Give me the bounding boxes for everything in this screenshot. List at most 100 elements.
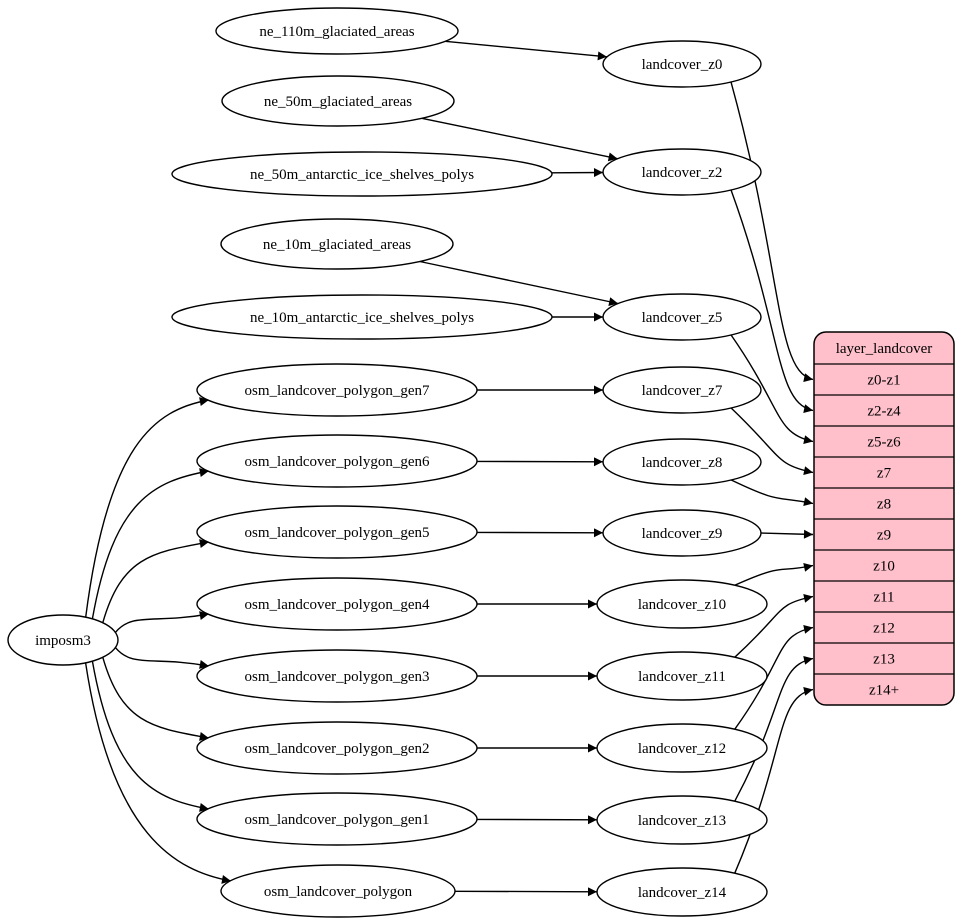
node-landcover_z9: landcover_z9 bbox=[602, 509, 762, 557]
node-ne_10m_antarctic_ice_shelves_polys: ne_10m_antarctic_ice_shelves_polys bbox=[171, 294, 553, 340]
imposm3-ellipse bbox=[7, 614, 119, 666]
node-label: osm_landcover_polygon_gen4 bbox=[245, 597, 430, 613]
node-landcover_z14: landcover_z14 bbox=[596, 867, 768, 917]
node-landcover_z0: landcover_z0 bbox=[602, 40, 762, 88]
landcover_z0-ellipse bbox=[602, 40, 762, 88]
edge-imposm3-to-osm_landcover_polygon_gen5 bbox=[102, 539, 209, 623]
node-ne_110m_glaciated_areas: ne_110m_glaciated_areas bbox=[215, 7, 459, 55]
osm_landcover_polygon_gen7-ellipse bbox=[196, 363, 478, 417]
osm_landcover_polygon_gen3-ellipse bbox=[196, 649, 478, 703]
ne_50m_glaciated_areas-ellipse bbox=[221, 75, 455, 127]
node-label: osm_landcover_polygon_gen7 bbox=[245, 383, 430, 399]
landcover_z13-ellipse bbox=[596, 795, 768, 845]
table-header: layer_landcover bbox=[836, 341, 933, 357]
osm_landcover_polygon_gen1-ellipse bbox=[196, 792, 478, 846]
edge-layer bbox=[84, 40, 814, 897]
node-osm_landcover_polygon_gen2: osm_landcover_polygon_gen2 bbox=[196, 721, 478, 775]
edge-ne_50m_glaciated_areas-to-landcover_z2 bbox=[421, 117, 618, 162]
node-landcover_z8: landcover_z8 bbox=[602, 438, 762, 486]
node-osm_landcover_polygon_gen4: osm_landcover_polygon_gen4 bbox=[196, 577, 478, 631]
table-row-z14+: z14+ bbox=[869, 683, 899, 699]
landcover_z9-ellipse bbox=[602, 509, 762, 557]
landcover_z12-ellipse bbox=[596, 723, 768, 773]
node-label: ne_10m_antarctic_ice_shelves_polys bbox=[250, 310, 474, 326]
landcover_z14-ellipse bbox=[596, 867, 768, 917]
edge-landcover_z14-to-layer_landcover-z14+ bbox=[734, 686, 814, 874]
node-label: landcover_z8 bbox=[642, 455, 723, 471]
table-row-z8: z8 bbox=[877, 497, 891, 513]
edge-ne_110m_glaciated_areas-to-landcover_z0 bbox=[445, 40, 607, 61]
osm_landcover_polygon_gen6-ellipse bbox=[196, 434, 478, 488]
edge-imposm3-to-osm_landcover_polygon_gen1 bbox=[91, 660, 209, 812]
edge-imposm3-to-osm_landcover_polygon_gen4 bbox=[114, 611, 209, 633]
node-label: ne_50m_glaciated_areas bbox=[264, 94, 412, 110]
node-label: landcover_z13 bbox=[638, 813, 726, 829]
node-osm_landcover_polygon_gen5: osm_landcover_polygon_gen5 bbox=[196, 505, 478, 559]
node-label: ne_110m_glaciated_areas bbox=[259, 24, 414, 40]
landcover_z11-ellipse bbox=[596, 651, 768, 701]
node-label: osm_landcover_polygon_gen2 bbox=[245, 741, 430, 757]
node-landcover_z5: landcover_z5 bbox=[602, 293, 762, 341]
ne_10m_antarctic_ice_shelves_polys-ellipse bbox=[171, 294, 553, 340]
node-ne_10m_glaciated_areas: ne_10m_glaciated_areas bbox=[220, 218, 454, 270]
edge-landcover_z0-to-layer_landcover-z0-z1 bbox=[730, 81, 814, 383]
table-row-z12: z12 bbox=[873, 621, 895, 637]
node-osm_landcover_polygon_gen7: osm_landcover_polygon_gen7 bbox=[196, 363, 478, 417]
node-label: imposm3 bbox=[35, 633, 91, 649]
node-label: landcover_z7 bbox=[642, 383, 723, 399]
table-row-z2-z4: z2-z4 bbox=[867, 404, 901, 420]
node-ne_50m_glaciated_areas: ne_50m_glaciated_areas bbox=[221, 75, 455, 127]
edge-landcover_z7-to-layer_landcover-z7 bbox=[730, 407, 814, 476]
node-imposm3: imposm3 bbox=[7, 614, 119, 666]
node-label: landcover_z9 bbox=[642, 526, 723, 542]
node-osm_landcover_polygon_gen3: osm_landcover_polygon_gen3 bbox=[196, 649, 478, 703]
node-label: landcover_z10 bbox=[638, 597, 726, 613]
node-ne_50m_antarctic_ice_shelves_polys: ne_50m_antarctic_ice_shelves_polys bbox=[171, 151, 553, 197]
table-row-z5-z6: z5-z6 bbox=[867, 435, 901, 451]
node-landcover_z2: landcover_z2 bbox=[602, 148, 762, 196]
landcover_z8-ellipse bbox=[602, 438, 762, 486]
node-label: osm_landcover_polygon bbox=[264, 884, 413, 900]
node-osm_landcover_polygon_gen1: osm_landcover_polygon_gen1 bbox=[196, 792, 478, 846]
osm_landcover_polygon_gen5-ellipse bbox=[196, 505, 478, 559]
ne_50m_antarctic_ice_shelves_polys-ellipse bbox=[171, 151, 553, 197]
edge-ne_10m_glaciated_areas-to-landcover_z5 bbox=[419, 260, 619, 307]
node-landcover_z10: landcover_z10 bbox=[596, 579, 768, 629]
edge-landcover_z10-to-layer_landcover-z10 bbox=[734, 562, 814, 586]
node-landcover_z13: landcover_z13 bbox=[596, 795, 768, 845]
ne_10m_glaciated_areas-ellipse bbox=[220, 218, 454, 270]
table-row-z0-z1: z0-z1 bbox=[867, 373, 900, 389]
node-landcover_z11: landcover_z11 bbox=[596, 651, 768, 701]
node-landcover_z7: landcover_z7 bbox=[602, 366, 762, 414]
edge-landcover_z8-to-layer_landcover-z8 bbox=[730, 479, 814, 507]
edge-osm_landcover_polygon-to-landcover_z14 bbox=[454, 887, 598, 897]
edge-imposm3-to-osm_landcover_polygon bbox=[84, 662, 232, 884]
node-label: landcover_z2 bbox=[642, 165, 723, 181]
node-label: landcover_z12 bbox=[638, 741, 726, 757]
table-row-z9: z9 bbox=[877, 528, 891, 544]
table-layer_landcover: layer_landcoverz0-z1z2-z4z5-z6z7z8z9z10z… bbox=[813, 331, 955, 706]
node-label: ne_10m_glaciated_areas bbox=[263, 237, 411, 253]
edge-landcover_z11-to-layer_landcover-z11 bbox=[734, 593, 814, 658]
node-label: osm_landcover_polygon_gen6 bbox=[245, 454, 430, 470]
node-label: osm_landcover_polygon_gen3 bbox=[245, 669, 430, 685]
osm_landcover_polygon_gen4-ellipse bbox=[196, 577, 478, 631]
node-label: landcover_z0 bbox=[642, 57, 723, 73]
node-landcover_z12: landcover_z12 bbox=[596, 723, 768, 773]
landcover_z2-ellipse bbox=[602, 148, 762, 196]
edge-landcover_z13-to-layer_landcover-z13 bbox=[734, 655, 814, 802]
ne_110m_glaciated_areas-ellipse bbox=[215, 7, 459, 55]
node-label: landcover_z14 bbox=[638, 885, 727, 901]
node-osm_landcover_polygon: osm_landcover_polygon bbox=[220, 864, 456, 918]
edge-imposm3-to-osm_landcover_polygon_gen6 bbox=[91, 468, 209, 620]
table-row-z11: z11 bbox=[873, 590, 894, 606]
edge-landcover_z12-to-layer_landcover-z12 bbox=[734, 624, 814, 730]
osm_landcover_polygon_gen2-ellipse bbox=[196, 721, 478, 775]
table-row-z13: z13 bbox=[873, 652, 895, 668]
edge-landcover_z2-to-layer_landcover-z2-z4 bbox=[730, 189, 814, 414]
edge-landcover_z9-to-layer_landcover-z9 bbox=[760, 529, 814, 539]
node-label: landcover_z5 bbox=[642, 310, 723, 326]
edge-imposm3-to-osm_landcover_polygon_gen3 bbox=[114, 647, 209, 669]
